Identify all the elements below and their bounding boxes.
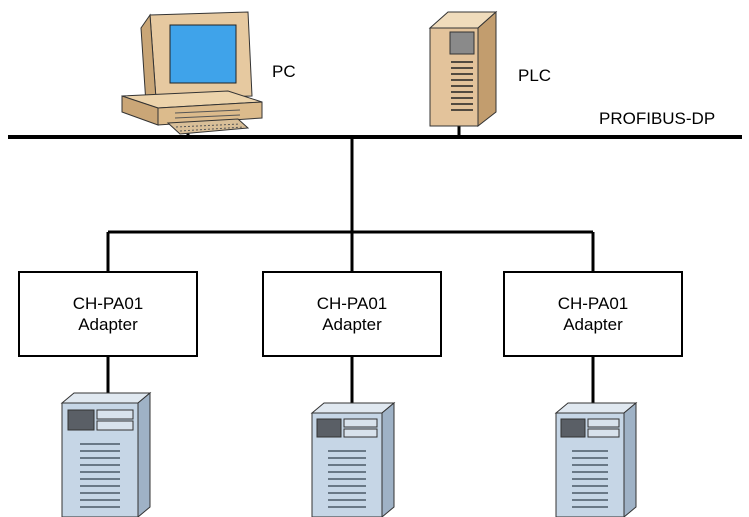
plc-label: PLC xyxy=(518,66,552,85)
adapter-model-label: CH-PA01 xyxy=(557,294,629,313)
desktop-computer-icon xyxy=(121,11,263,135)
server-tower-icon xyxy=(554,401,638,517)
server-tower-icon xyxy=(60,391,152,517)
bus-label: PROFIBUS-DP xyxy=(599,109,716,128)
server-tower-icon xyxy=(310,401,396,517)
adapter-model-label: CH-PA01 xyxy=(316,294,388,313)
adapter-box-1: CH-PA01 Adapter xyxy=(18,271,198,357)
adapter-type-label: Adapter xyxy=(563,315,623,334)
adapter-box-2: CH-PA01 Adapter xyxy=(262,271,442,357)
plc-tower-icon xyxy=(428,10,498,128)
adapter-type-label: Adapter xyxy=(78,315,138,334)
adapter-box-3: CH-PA01 Adapter xyxy=(503,271,683,357)
pc-label: PC xyxy=(272,62,296,81)
adapter-model-label: CH-PA01 xyxy=(72,294,144,313)
connection-lines xyxy=(8,125,742,403)
adapter-type-label: Adapter xyxy=(322,315,382,334)
